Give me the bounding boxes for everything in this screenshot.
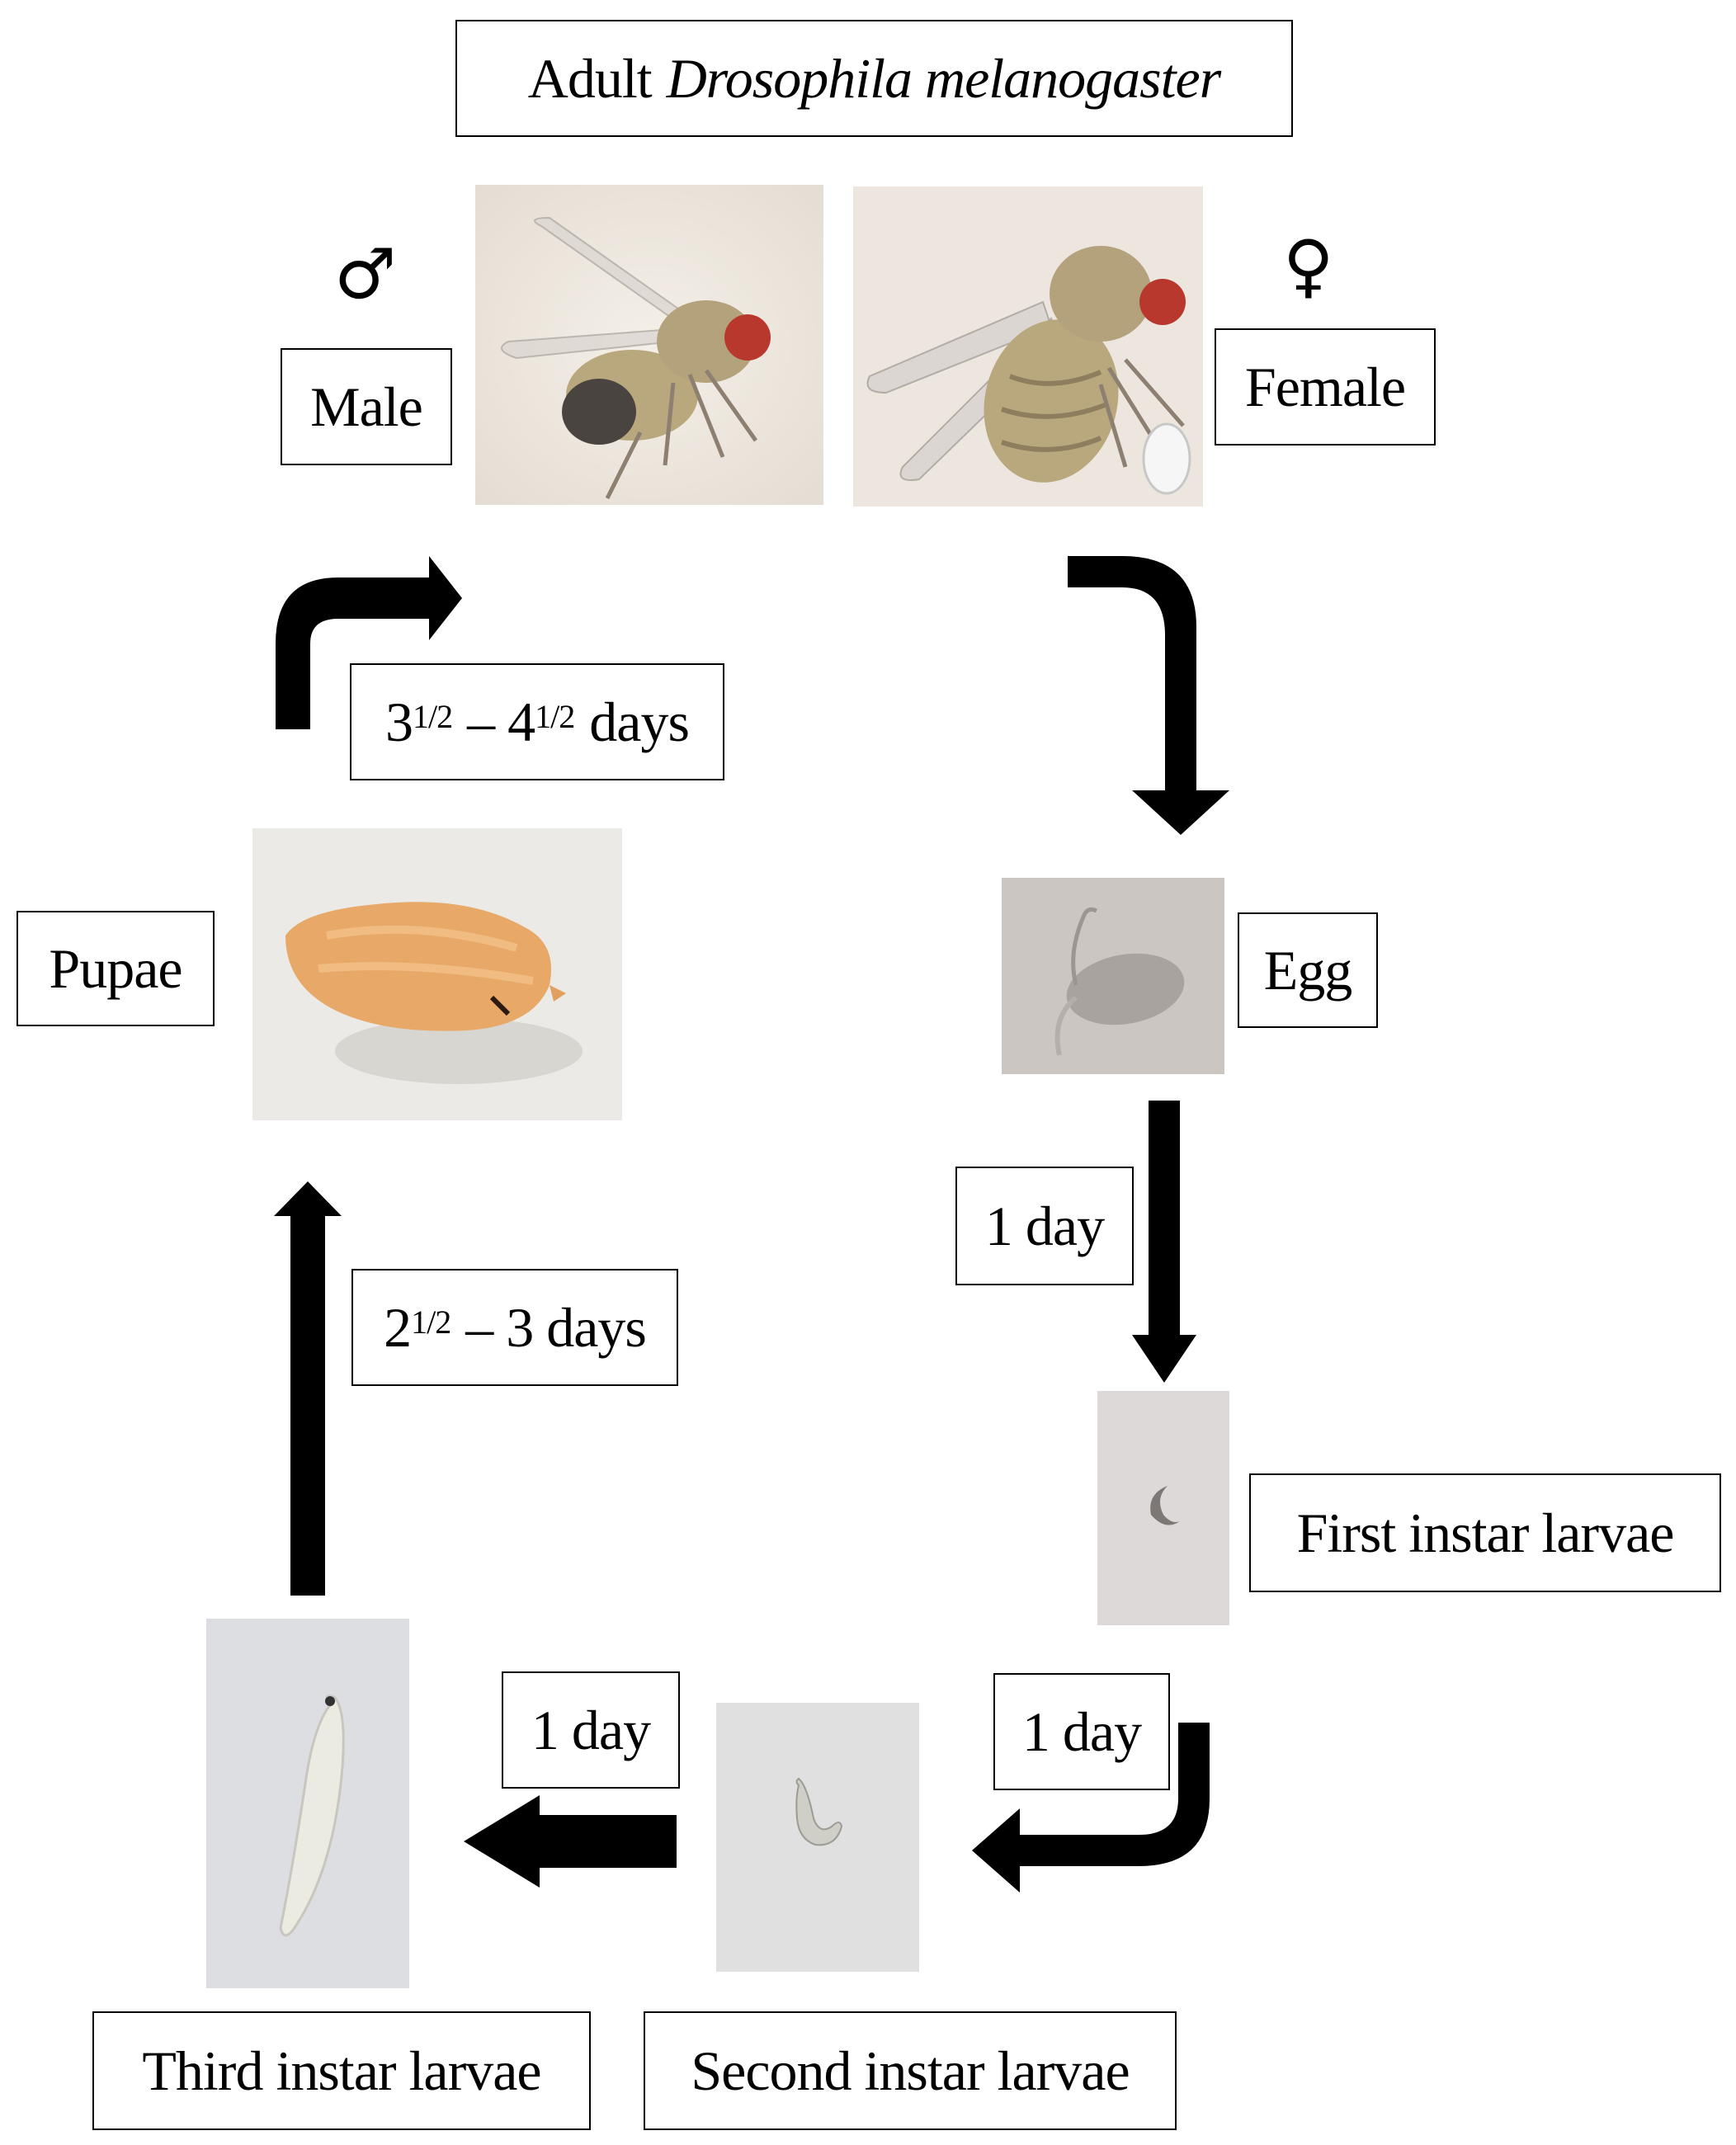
male-label: Male [281,348,452,465]
arrow-second-to-third [464,1795,677,1888]
title-species: Drosophila melanogaster [666,46,1221,110]
egg-photo [1002,878,1224,1074]
female-label: Female [1215,328,1436,446]
first-instar-label: First instar larvae [1249,1473,1721,1592]
second-instar-label: Second instar larvae [644,2011,1177,2130]
arrow-third-to-pupae [274,1181,342,1596]
pupae-label: Pupae [17,911,215,1026]
egg-label: Egg [1238,912,1378,1028]
arrow-first-to-second [972,1723,1210,1893]
third-instar-label: Third instar larvae [92,2011,591,2130]
third-instar-photo [206,1619,409,1988]
female-symbol-icon: ♀ [1283,225,1334,306]
duration-second-to-third: 1 day [502,1671,680,1789]
male-fly-photo [475,185,823,505]
arrow-female-to-egg [1068,556,1229,835]
duration-first-to-second: 1 day [993,1673,1170,1790]
arrow-egg-to-first [1132,1101,1196,1383]
title-prefix: Adult [527,46,653,110]
duration-egg-to-first: 1 day [955,1167,1134,1285]
female-fly-photo [853,186,1203,507]
pupa-photo [252,828,622,1120]
first-instar-photo [1097,1391,1229,1625]
male-symbol-icon: ♂ [334,233,397,314]
second-instar-photo [716,1703,919,1972]
arrow-pupae-to-adult [276,556,462,729]
